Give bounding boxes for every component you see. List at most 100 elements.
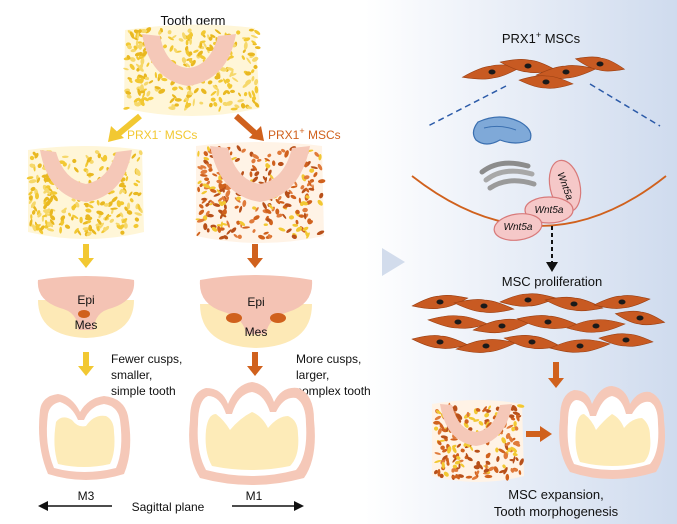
cell-dot <box>210 90 217 96</box>
cell-dot <box>133 182 139 187</box>
cell-dot <box>249 219 255 224</box>
cell-dot <box>223 78 227 85</box>
cell-dot <box>118 182 125 188</box>
msc-nucleus <box>488 69 496 75</box>
cell-dot <box>210 34 216 38</box>
cell-dot <box>510 446 518 453</box>
cell-dot <box>184 97 189 102</box>
cell-dot <box>298 197 302 204</box>
cell-dot <box>171 86 178 91</box>
cell-dot <box>167 30 172 35</box>
cell-dot <box>121 218 128 224</box>
final-complex-tooth <box>559 386 665 479</box>
epi-label-pos: Epi <box>247 295 264 309</box>
cell-dot <box>234 205 239 209</box>
cell-dot <box>227 54 233 61</box>
cell-dot <box>115 222 120 226</box>
cell-dot <box>452 446 457 454</box>
cell-dot <box>317 163 323 171</box>
cell-dot <box>252 206 257 210</box>
cell-dot <box>251 90 256 98</box>
cell-dot <box>129 63 135 71</box>
cell-dot <box>200 165 207 169</box>
cell-dot <box>476 461 481 467</box>
cell-dot <box>305 230 309 238</box>
cell-dot <box>213 102 218 107</box>
cell-dot <box>286 228 292 233</box>
cell-dot <box>89 200 95 204</box>
cell-dot <box>72 214 79 219</box>
cell-dot <box>506 424 514 429</box>
cell-dot <box>141 51 148 57</box>
cell-dot <box>458 463 461 469</box>
arrow-down-pos-2 <box>247 352 263 376</box>
cell-dot <box>222 187 225 193</box>
cell-dot <box>305 195 310 199</box>
cell-dot <box>234 104 240 109</box>
arrow-down-neg-1 <box>78 244 94 268</box>
cell-dot <box>301 201 308 206</box>
cell-dot <box>133 45 138 50</box>
cell-dot <box>454 460 461 465</box>
cell-dot <box>255 207 259 212</box>
cell-dot <box>45 199 52 207</box>
cell-dot <box>267 234 272 239</box>
cell-dot <box>294 181 298 187</box>
cell-dot <box>133 37 139 41</box>
cell-dot <box>139 63 143 67</box>
cell-dot <box>127 77 132 81</box>
cell-dot <box>218 96 223 103</box>
cell-dot <box>502 464 506 469</box>
cell-dot <box>291 234 297 240</box>
cell-dot <box>208 36 213 41</box>
cell-dot <box>456 455 461 460</box>
cell-dot <box>204 177 210 182</box>
expanded-germ <box>432 400 525 482</box>
cell-dot <box>219 227 225 231</box>
cell-dot <box>267 153 272 158</box>
cell-dot <box>268 173 274 180</box>
cell-dot <box>252 56 259 62</box>
cell-dot <box>464 419 469 424</box>
cell-dot <box>510 417 516 421</box>
cell-dot <box>216 88 220 97</box>
cell-dot <box>241 55 245 60</box>
cell-dot <box>234 158 240 162</box>
cell-dot <box>140 100 145 107</box>
cell-dot <box>307 218 312 224</box>
cell-dot <box>28 191 33 196</box>
cell-dot <box>513 421 517 427</box>
molar-m1-label: M1 <box>246 489 263 503</box>
cell-dot <box>86 156 92 163</box>
cell-dot <box>503 452 509 460</box>
cell-dot <box>226 101 231 106</box>
cell-dot <box>206 146 211 152</box>
cell-dot <box>211 226 218 232</box>
cell-dot <box>251 69 255 74</box>
cell-dot <box>225 189 231 198</box>
cell-dot <box>139 90 146 94</box>
cell-dot <box>201 190 208 195</box>
cell-dot <box>214 29 222 35</box>
cell-dot <box>245 71 252 76</box>
cell-dot <box>242 49 246 53</box>
cell-dot <box>434 415 442 421</box>
cell-dot <box>202 183 210 189</box>
cell-dot <box>295 219 299 225</box>
wnt5a-label-3: Wnt5a <box>504 222 533 233</box>
cell-dot <box>73 167 79 173</box>
golgi-apparatus-icon <box>479 160 537 191</box>
cell-dot <box>188 58 193 64</box>
cell-dot <box>136 32 140 40</box>
cell-dot <box>254 85 259 94</box>
cell-dot <box>193 49 199 53</box>
cell-dot <box>137 192 142 197</box>
cell-dot <box>496 456 500 462</box>
cell-dot <box>254 78 259 86</box>
branch-pos-label: PRX1+ MSCs <box>268 126 341 142</box>
cell-dot <box>137 203 141 211</box>
msc-nucleus <box>636 315 644 321</box>
cell-dot <box>87 220 92 224</box>
